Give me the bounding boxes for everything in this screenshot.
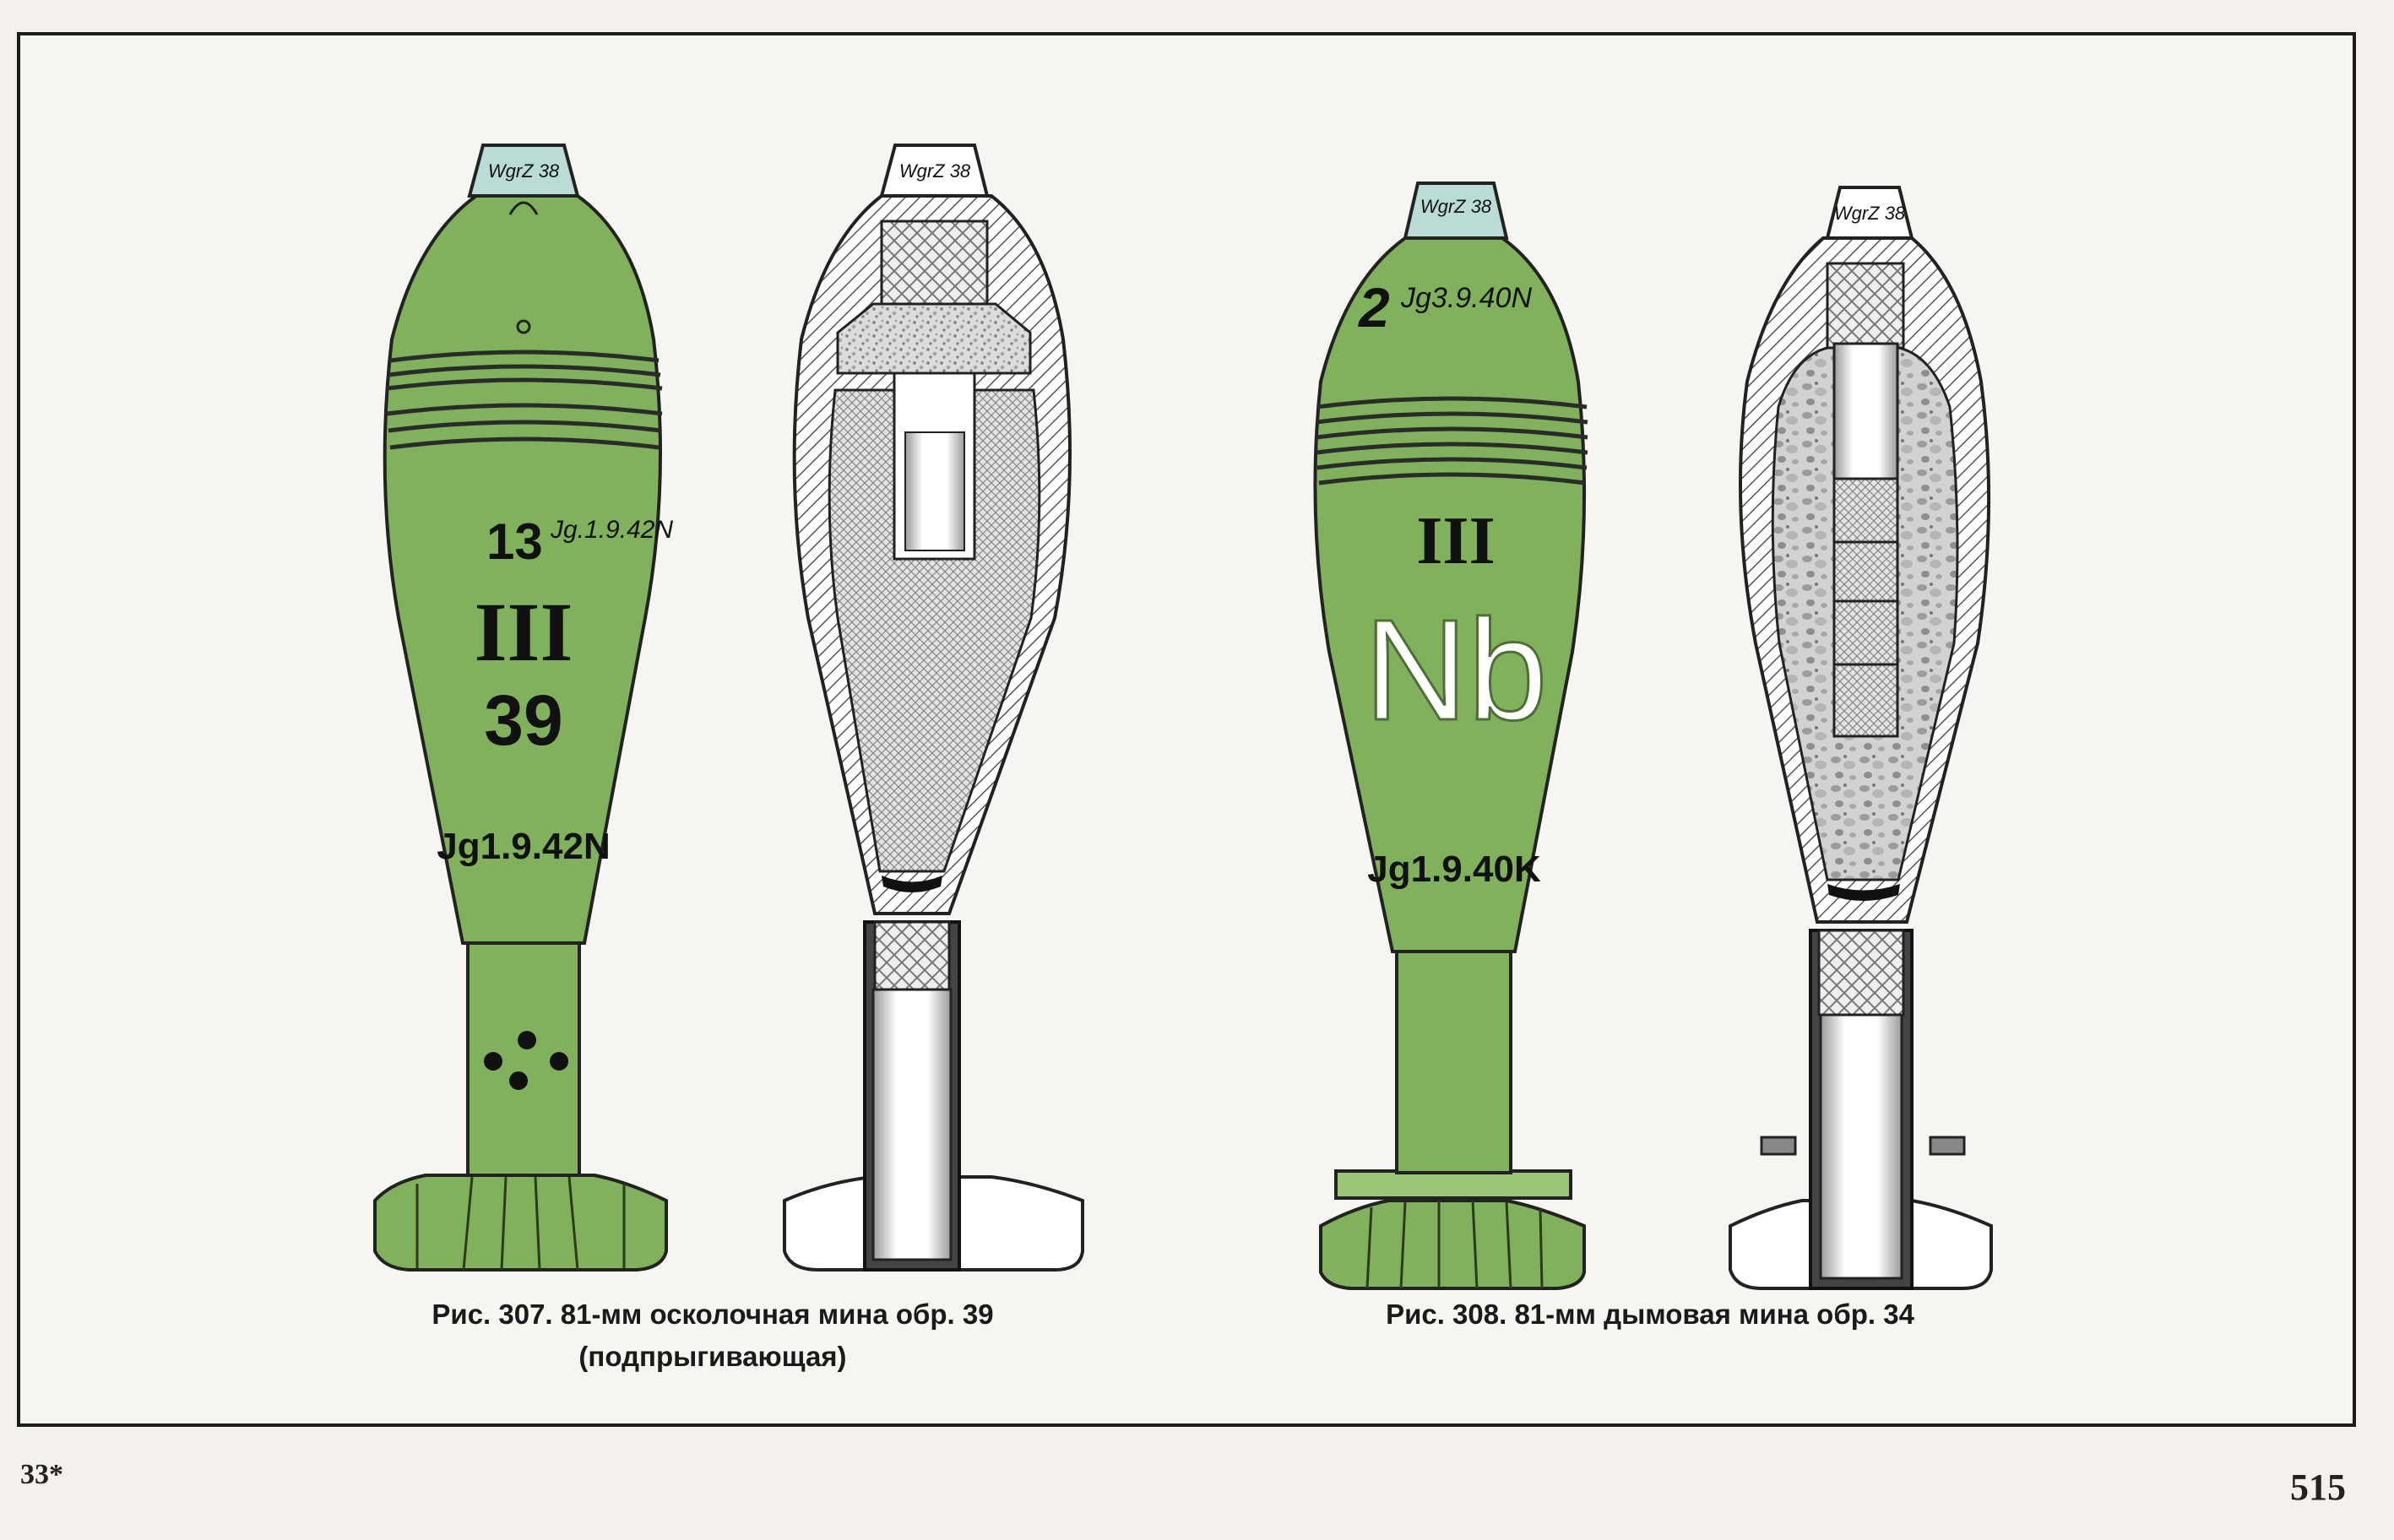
- bomb-307-cutaway-filler: [828, 388, 1041, 873]
- figure-308-caption-line1: Рис. 308. 81-мм дымовая мина обр. 34: [1321, 1293, 1979, 1336]
- bomb-307-vent-hole: [550, 1052, 568, 1071]
- figure-307-title: 81-мм осколочная мина обр. 39: [560, 1299, 994, 1330]
- figure-308-title: 81-мм дымовая мина обр. 34: [1514, 1299, 1914, 1330]
- bomb-308-roman: III: [1416, 504, 1495, 578]
- bomb-307-fuze-label: WgrZ 38: [488, 160, 560, 182]
- bomb-308-tail-tube: [1395, 950, 1512, 1174]
- bomb-308-lot-number: 2: [1357, 276, 1390, 339]
- bomb-308-stabilizer-ring: [1334, 1169, 1572, 1200]
- bomb-308-cutaway: WgrZ 38: [1729, 186, 1993, 1290]
- bomb-308-exterior: WgrZ 38 2 Jg3.9.40N III Nb Jg1.9.40K: [1313, 182, 1588, 1290]
- bomb-308-lot-code: Jg3.9.40N: [1400, 282, 1532, 314]
- figure-307-caption-line1: Рис. 307. 81-мм осколочная мина обр. 39: [341, 1293, 1084, 1336]
- bomb-307-lot-code: Jg.1.9.42N: [550, 516, 673, 544]
- figure-307-caption-line2: (подпрыгивающая): [578, 1341, 847, 1372]
- bomb-308-fuze: [1403, 182, 1509, 240]
- bomb-307-lot-number: 13: [486, 513, 543, 570]
- bomb-307-cutaway: WgrZ 38: [783, 144, 1084, 1272]
- bomb-307-vent-hole: [484, 1052, 502, 1071]
- bomb-307-cutaway-fuze-label: WgrZ 38: [899, 160, 971, 182]
- bomb-308-cutaway-fuze-label: WgrZ 38: [1834, 203, 1906, 224]
- bomb-307-fuze: [467, 144, 580, 198]
- figure-308-caption: Рис. 308. 81-мм дымовая мина обр. 34: [1321, 1293, 1979, 1336]
- bomb-307-tail-fins: [373, 1174, 668, 1272]
- figure-307-caption: Рис. 307. 81-мм осколочная мина обр. 39 …: [341, 1293, 1084, 1378]
- bomb-307-roman: III: [475, 585, 573, 679]
- signature-mark: 33*: [20, 1459, 63, 1490]
- bomb-308-lower-code: Jg1.9.40K: [1367, 849, 1541, 890]
- bomb-308-fuze-label: WgrZ 38: [1420, 196, 1492, 217]
- illustration-canvas: WgrZ 38 13 Jg.1.9.42N III 39 Jg1.9.42N W…: [373, 144, 1993, 1290]
- bomb-308-tail-fins: [1319, 1199, 1586, 1290]
- bomb-308-type-letters: Nb: [1364, 590, 1547, 751]
- bomb-307-vent-hole: [518, 1031, 536, 1049]
- bomb-307-exterior: WgrZ 38 13 Jg.1.9.42N III 39 Jg1.9.42N: [373, 144, 673, 1272]
- bomb-307-vent-hole: [509, 1071, 528, 1090]
- page-number: 515: [2290, 1467, 2346, 1508]
- figure-307-number: Рис. 307.: [432, 1299, 553, 1330]
- figure-plate: WgrZ 38 13 Jg.1.9.42N III 39 Jg1.9.42N W…: [17, 32, 2356, 1427]
- figure-308-number: Рис. 308.: [1386, 1299, 1507, 1330]
- bomb-307-lower-code: Jg1.9.42N: [437, 826, 610, 867]
- bomb-307-model-digits: 39: [484, 681, 562, 760]
